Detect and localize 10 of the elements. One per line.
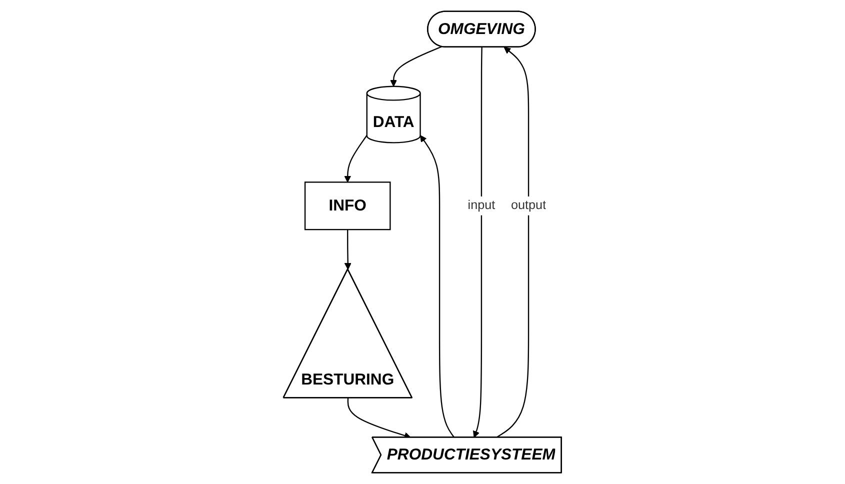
arrow xyxy=(473,47,483,438)
arrow xyxy=(344,135,368,182)
arrow xyxy=(496,46,530,438)
edge-label: output xyxy=(511,198,546,212)
arrow xyxy=(420,135,455,438)
edge-label: input xyxy=(468,198,496,212)
node-box: INFO xyxy=(304,182,391,230)
arrow xyxy=(348,398,412,439)
arrow xyxy=(390,46,442,87)
arrow xyxy=(344,230,352,270)
